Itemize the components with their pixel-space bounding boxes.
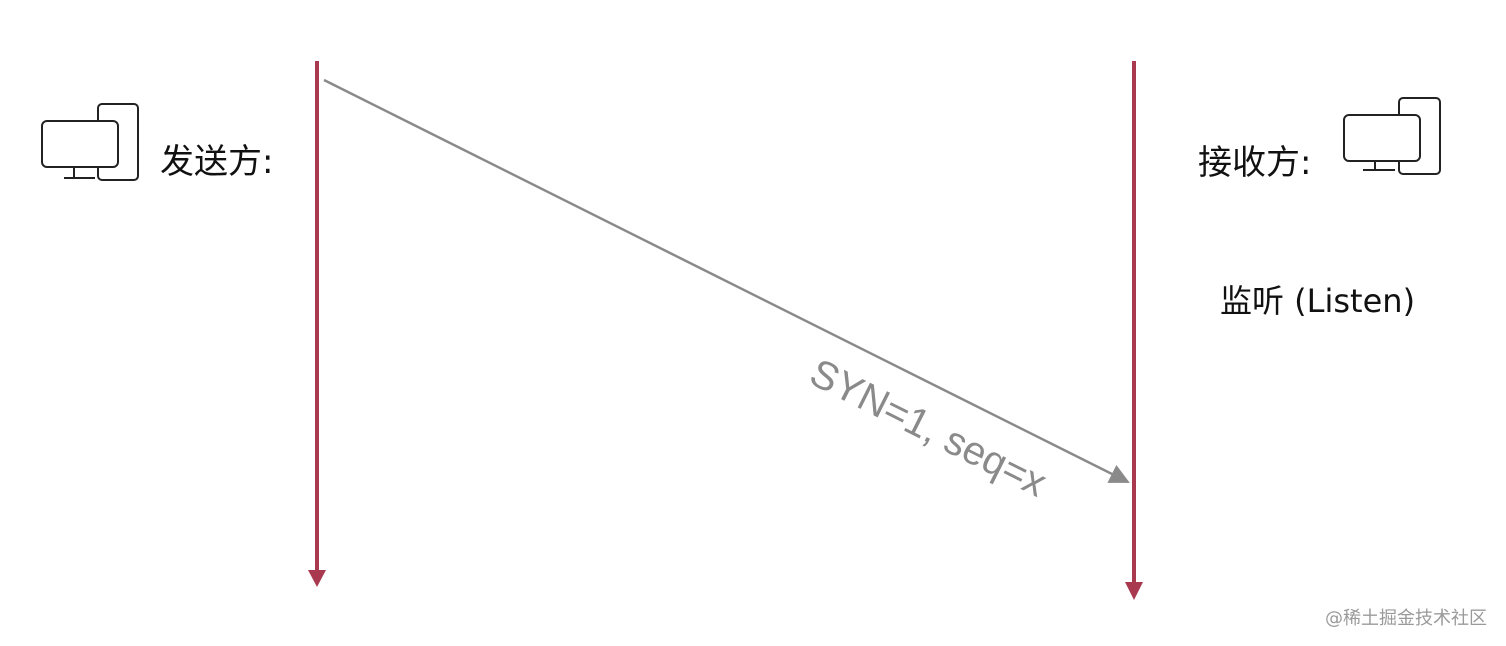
receiver-timeline: [1125, 61, 1143, 600]
sender-label: 发送方:: [160, 142, 273, 182]
receiver-computer-icon: [1343, 97, 1441, 175]
syn-message-arrow: [323, 78, 1130, 484]
sender-computer-icon: [41, 103, 139, 181]
syn-message-label: SYN=1, seq=x: [803, 351, 1053, 506]
receiver-label: 接收方:: [1198, 143, 1311, 183]
watermark: @稀土掘金技术社区: [1325, 608, 1487, 629]
sender-timeline: [308, 61, 326, 587]
receiver-state-label: 监听 (Listen): [1220, 282, 1415, 320]
